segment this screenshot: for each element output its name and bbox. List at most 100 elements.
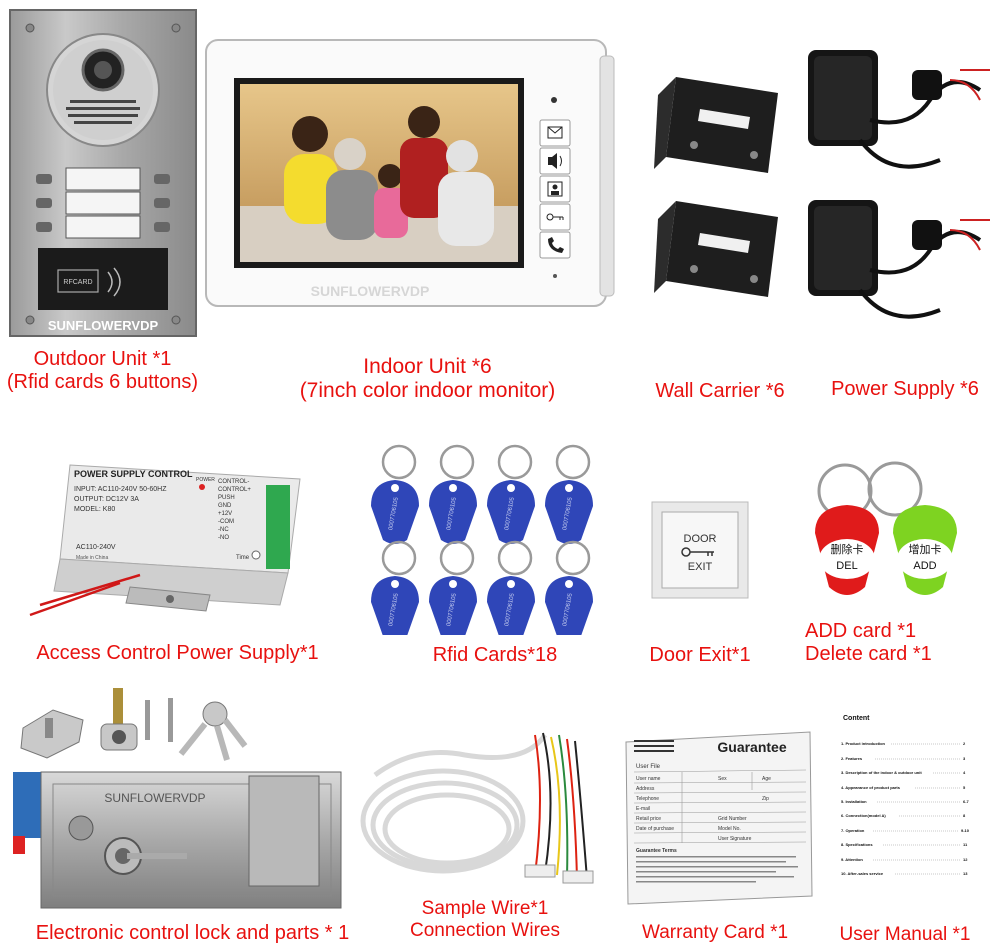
lock-caption: Electronic control lock and parts * 1: [35, 922, 350, 944]
svg-text:+12V: +12V: [218, 511, 232, 517]
indoor-brand: SUNFLOWERVDP: [311, 283, 430, 299]
svg-text:13: 13: [963, 871, 968, 876]
svg-text:0007706105: 0007706105: [388, 592, 400, 627]
svg-text:-NO: -NO: [218, 535, 229, 541]
svg-text:Made in China: Made in China: [76, 555, 108, 561]
rfid-keyfob: 0007706105: [429, 444, 477, 544]
svg-text:EXIT: EXIT: [688, 561, 713, 573]
volume-icon: [548, 153, 562, 169]
indoor-unit: SUNFLOWERVDP: [200, 36, 620, 314]
rfid-caption: Rfid Cards*18: [432, 644, 558, 666]
message-icon: [547, 126, 563, 139]
svg-text:User name: User name: [636, 776, 661, 782]
svg-text:1. Product introduction: 1. Product introduction: [841, 741, 886, 746]
indoor-caption: Indoor Unit *6 (7inch color indoor monit…: [299, 355, 556, 403]
svg-text:0007706105: 0007706105: [562, 496, 574, 531]
key-icon: [681, 547, 714, 557]
wall-carrier: [650, 65, 790, 305]
svg-text:0007706105: 0007706105: [504, 592, 516, 627]
svg-text:-NC: -NC: [218, 527, 229, 533]
access-power-caption: Access Control Power Supply*1: [36, 642, 319, 664]
key-icon: [546, 213, 564, 221]
svg-text:User Signature: User Signature: [718, 836, 752, 842]
svg-text:11: 11: [963, 842, 968, 847]
svg-text:POWER SUPPLY CONTROL: POWER SUPPLY CONTROL: [74, 469, 193, 479]
svg-text:5: 5: [963, 785, 966, 790]
key-icon: [178, 701, 248, 761]
svg-text:6. Connection(model A): 6. Connection(model A): [841, 813, 886, 818]
svg-text:Model No.: Model No.: [718, 826, 741, 832]
outdoor-unit: RFCARD SUNFLOWERVDP: [8, 8, 198, 338]
svg-text:10. After-sales service: 10. After-sales service: [841, 871, 884, 876]
rfid-cards: 0007706105 0007706105 0007706105 0007706105…: [365, 440, 605, 640]
wall-carrier-caption: Wall Carrier *6: [655, 380, 785, 402]
svg-text:Content: Content: [843, 715, 870, 722]
power-supply-caption: Power Supply *6: [831, 378, 979, 400]
rfid-keyfob: 0007706105: [487, 444, 535, 544]
svg-text:增加卡: 增加卡: [909, 542, 942, 556]
rfid-keyfob: 0007706105: [487, 540, 535, 640]
svg-text:INPUT: AC110-240V 50-60HZ: INPUT: AC110-240V 50-60HZ: [74, 486, 167, 493]
svg-text:-COM: -COM: [218, 519, 234, 525]
svg-text:DEL: DEL: [836, 560, 857, 572]
svg-text:E-mail: E-mail: [636, 806, 650, 812]
svg-text:PUSH: PUSH: [218, 495, 235, 501]
svg-text:4. Appearance of product part: 4. Appearance of product parts: [841, 785, 901, 790]
svg-text:4: 4: [963, 770, 966, 775]
add-delete-caption: ADD card *1 Delete card *1: [805, 620, 932, 665]
svg-text:Guarantee Terms: Guarantee Terms: [636, 848, 677, 854]
svg-text:Zip: Zip: [762, 796, 769, 802]
monitor-icon: [547, 181, 563, 197]
svg-text:0007706105: 0007706105: [446, 496, 458, 531]
svg-text:Address: Address: [636, 786, 655, 792]
svg-text:POWER: POWER: [196, 477, 215, 483]
svg-text:0007706105: 0007706105: [446, 592, 458, 627]
svg-text:RFCARD: RFCARD: [63, 279, 92, 286]
svg-text:User File: User File: [636, 764, 661, 770]
svg-text:0007706105: 0007706105: [388, 496, 400, 531]
access-power-supply: POWER SUPPLY CONTROL INPUT: AC110-240V 5…: [10, 455, 310, 630]
connection-wires: [355, 715, 605, 900]
svg-text:9. Attention: 9. Attention: [841, 857, 863, 862]
door-exit-caption: Door Exit*1: [649, 644, 751, 666]
power-supply: [800, 40, 995, 340]
svg-text:DOOR: DOOR: [684, 533, 717, 545]
door-exit-button: DOOR EXIT: [650, 500, 750, 600]
phone-icon: [548, 237, 564, 253]
warranty-caption: Warranty Card *1: [641, 922, 789, 943]
svg-text:ADD: ADD: [913, 560, 936, 572]
outdoor-brand: SUNFLOWERVDP: [48, 318, 159, 333]
svg-text:Telephone: Telephone: [636, 796, 659, 802]
svg-text:CONTROL+: CONTROL+: [218, 487, 251, 493]
svg-text:7. Operation: 7. Operation: [841, 828, 865, 833]
manual-caption: User Manual *1: [839, 924, 971, 945]
rfid-keyfob: 0007706105: [429, 540, 477, 640]
svg-text:6-7: 6-7: [963, 799, 970, 804]
outdoor-caption: Outdoor Unit *1 (Rfid cards 6 buttons): [6, 348, 199, 393]
svg-text:3: 3: [963, 756, 966, 761]
svg-text:Sex: Sex: [718, 776, 727, 782]
svg-text:MODEL: K80: MODEL: K80: [74, 506, 115, 513]
svg-text:Date of purchase: Date of purchase: [636, 826, 674, 832]
svg-text:0007706105: 0007706105: [562, 592, 574, 627]
svg-text:CONTROL-: CONTROL-: [218, 479, 249, 485]
svg-text:2. Features: 2. Features: [841, 756, 863, 761]
svg-text:12: 12: [963, 857, 968, 862]
svg-text:0007706105: 0007706105: [504, 496, 516, 531]
wires-caption: Sample Wire*1 Connection Wires: [410, 898, 560, 941]
svg-text:Time: Time: [236, 555, 250, 561]
add-delete-cards: 删除卡 DEL 增加卡 ADD: [795, 455, 985, 615]
rfid-keyfob: 0007706105: [371, 444, 419, 544]
rfid-keyfob: 0007706105: [371, 540, 419, 640]
rfid-keyfob: 0007706105: [545, 444, 593, 544]
svg-text:8. Specifications: 8. Specifications: [841, 842, 873, 847]
electric-lock: SUNFLOWERVDP: [5, 680, 345, 920]
svg-text:3. Description of the indoor: 3. Description of the indoor & outdoor u…: [841, 770, 922, 775]
warranty-card: Guarantee User File User name Address Te…: [622, 728, 814, 908]
lock-brand: SUNFLOWERVDP: [104, 791, 205, 805]
rfid-keyfob: 0007706105: [545, 540, 593, 640]
svg-text:AC110-240V: AC110-240V: [76, 544, 116, 551]
svg-text:5. Installation: 5. Installation: [841, 799, 867, 804]
svg-text:9-10: 9-10: [961, 828, 970, 833]
svg-text:Retail price: Retail price: [636, 816, 661, 822]
